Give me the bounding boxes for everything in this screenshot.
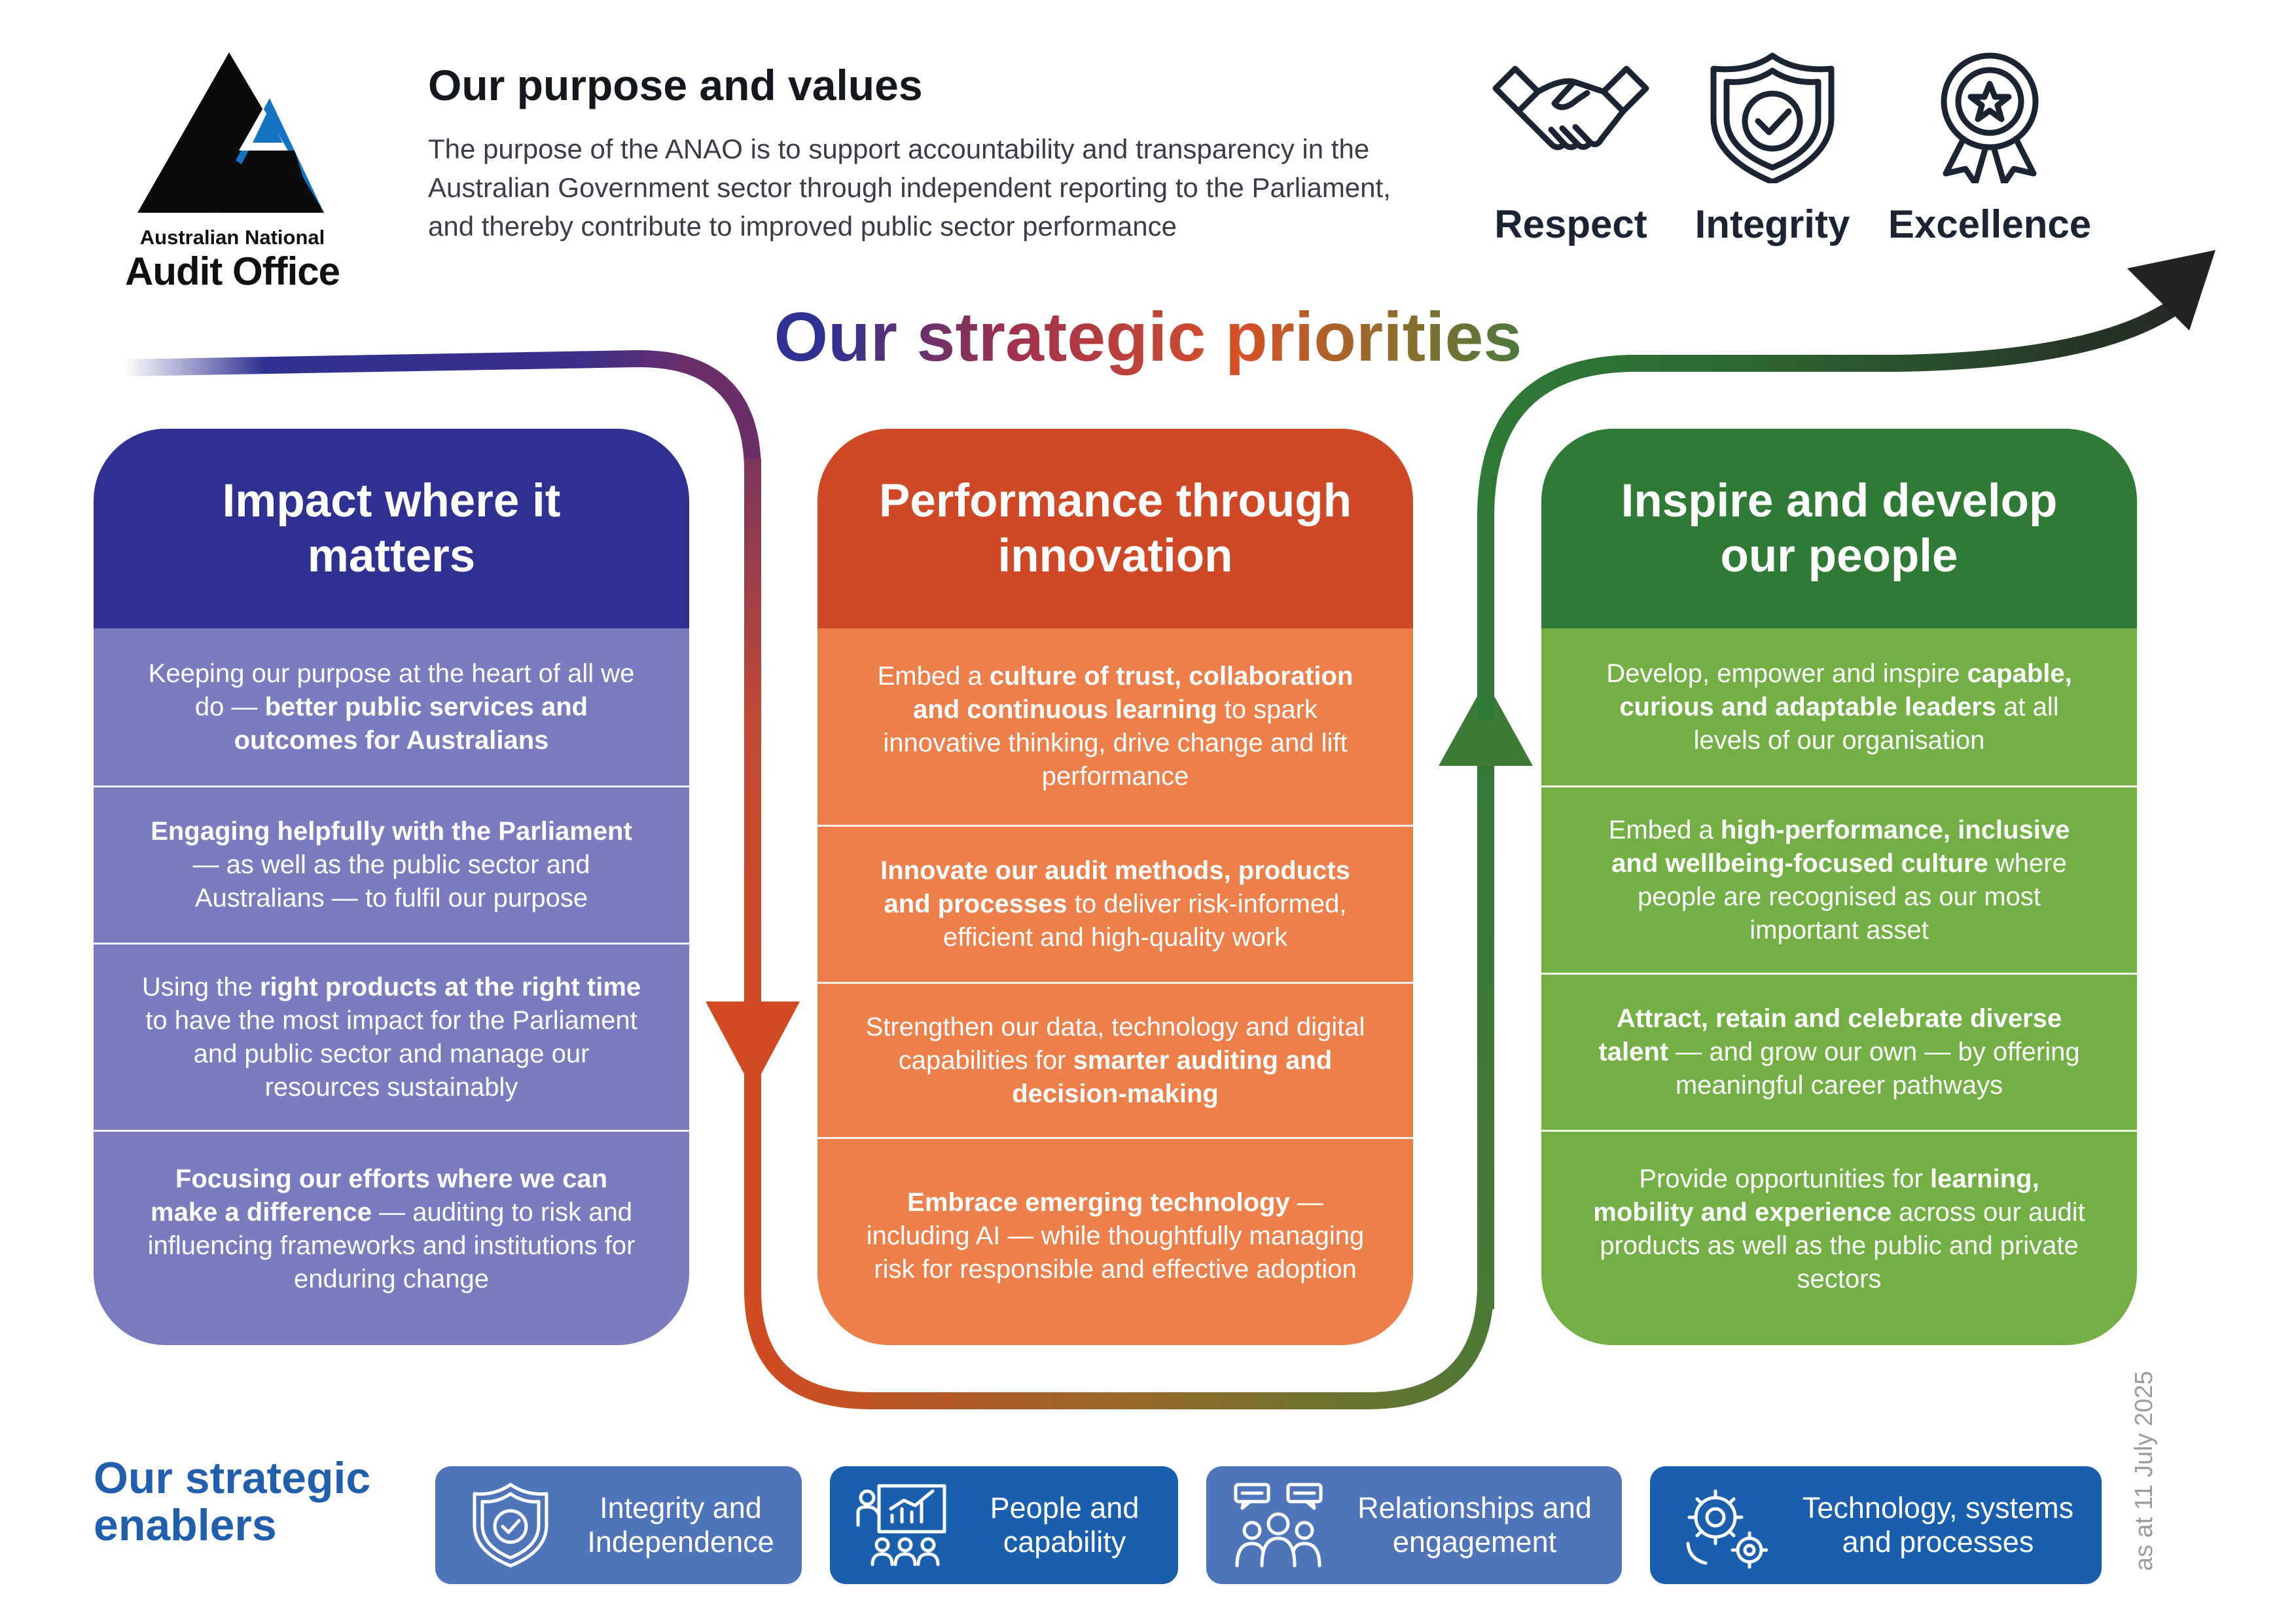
priority-item: Keeping our purpose at the heart of all …	[148, 659, 635, 755]
priority-item: Embed a culture of trust, collaboration …	[877, 662, 1354, 791]
value-label: Integrity	[1695, 202, 1850, 246]
handshake-icon	[1492, 65, 1649, 151]
priority-people-card: Inspire and develop our people Develop, …	[1541, 429, 2137, 1345]
gears-icon	[1686, 1489, 1768, 1569]
logo-text-line1: Australian National	[139, 226, 325, 249]
people-chart-icon	[856, 1484, 946, 1566]
enablers-title: Our strategic enablers	[94, 1453, 371, 1550]
priority-title: Inspire and develop our people	[1541, 429, 2137, 628]
value-respect: Respect	[1466, 52, 1676, 247]
value-label: Respect	[1494, 202, 1647, 246]
priority-item: Embed a high-performance, inclusive and …	[1541, 785, 2137, 973]
priority-title: Performance through innovation	[817, 429, 1413, 628]
award-ribbon-icon	[1941, 52, 2039, 183]
anao-logo: Australian National Audit Office	[98, 52, 367, 295]
value-integrity: Integrity	[1668, 52, 1877, 247]
priority-item: Attract, retain and celebrate diverse ta…	[1541, 973, 2137, 1130]
priority-item: Strengthen our data, technology and digi…	[817, 982, 1413, 1137]
priority-impact-card: Impact where it matters Keeping our purp…	[94, 429, 689, 1345]
priority-item: Provide opportunities for learning, mobi…	[1541, 1130, 2137, 1326]
priority-title: Impact where it matters	[94, 429, 689, 628]
logo-text-line2: Audit Office	[125, 249, 340, 293]
strategic-priorities-title: Our strategic priorities	[0, 298, 2296, 377]
priority-item: Innovate our audit methods, products and…	[817, 825, 1413, 982]
shield-check-icon	[1710, 52, 1835, 183]
priority-item: Using the right products at the right ti…	[94, 943, 689, 1130]
priority-item: Focusing our efforts where we can make a…	[94, 1130, 689, 1326]
priority-performance-card: Performance through innovation Embed a c…	[817, 429, 1413, 1345]
date-note: as at 11 July 2025	[2130, 1371, 2158, 1571]
shield-check-icon	[473, 1483, 548, 1568]
value-excellence: Excellence	[1885, 52, 2094, 247]
group-chat-icon	[1234, 1483, 1323, 1568]
priority-item: Embrace emerging technology — including …	[817, 1137, 1413, 1333]
purpose-body: The purpose of the ANAO is to support ac…	[428, 134, 1391, 242]
value-label: Excellence	[1888, 202, 2092, 246]
purpose-title: Our purpose and values	[428, 61, 923, 109]
priority-item: Engaging helpfully with the Parliament —…	[94, 785, 689, 943]
logo-mark-icon	[137, 52, 324, 213]
priority-item: Develop, empower and inspire capable, cu…	[1606, 659, 2072, 755]
